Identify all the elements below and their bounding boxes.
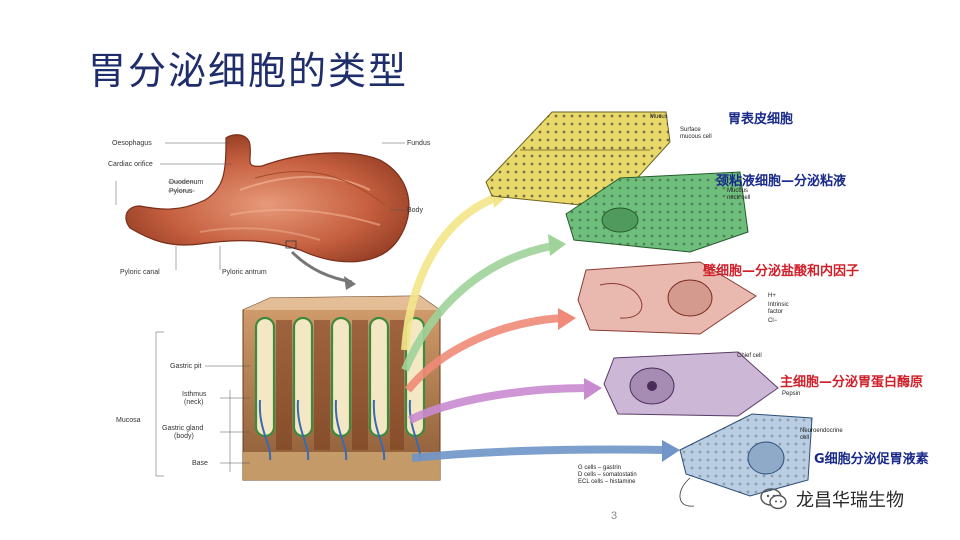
- label-gastric-gland-body: (body): [174, 433, 194, 440]
- label-duodenum: Duodenum: [169, 179, 203, 186]
- page-number: 3: [611, 510, 618, 522]
- label-gastric-gland: Gastric gland: [162, 425, 203, 432]
- watermark: 龙昌华瑞生物: [760, 486, 904, 512]
- label-mucus: Mucus: [650, 114, 668, 120]
- label-gastric-pit: Gastric pit: [170, 363, 202, 370]
- label-pylorus: Pylorus: [169, 188, 193, 195]
- mucous-neck-cell-drawing: [565, 171, 749, 253]
- label-chief-cell: Chief cell: [737, 353, 762, 359]
- title-chief-cell: 主细胞—分泌胃蛋白酶原: [780, 375, 924, 390]
- label-cell: cell: [800, 435, 809, 441]
- stomach-leader-lines: [115, 142, 405, 270]
- label-mucous-cell: mucous cell: [680, 134, 712, 140]
- label-pepsin: Pepsin: [782, 391, 800, 397]
- arrow-to-parietal-cell: [404, 314, 563, 393]
- label-g-cells: G cells – gastrin: [578, 465, 621, 471]
- title-g-cell: G细胞分泌促胃液素: [814, 452, 929, 467]
- label-base: Base: [192, 460, 208, 467]
- title-parietal-cell: 壁细胞—分泌盐酸和内因子: [703, 264, 860, 279]
- mucosa-block: [242, 295, 441, 481]
- label-mucous: Mucous: [727, 188, 748, 194]
- label-ecl-cells: ECL cells – histamine: [578, 479, 636, 485]
- label-pyloric-canal: Pyloric canal: [120, 269, 160, 276]
- mucosa-leader-lines: [155, 331, 250, 477]
- watermark-text: 龙昌华瑞生物: [796, 490, 904, 511]
- cell-small-labels: Mucus Surface mucous cell Mucous neck ce…: [578, 114, 843, 485]
- chief-cell-drawing: [603, 351, 779, 417]
- label-cardiac-orifice: Cardiac orifice: [108, 161, 153, 168]
- label-isthmus: Isthmus: [182, 391, 207, 398]
- label-h-plus: H+: [768, 293, 776, 299]
- label-neuroendocrine: Neuroendocrine: [800, 428, 843, 434]
- arrow-to-chief-cell: [408, 384, 589, 424]
- arrow-to-g-cell: [411, 445, 665, 462]
- title-surface-mucous-cell: 胃表皮细胞: [728, 112, 794, 127]
- sample-box: [285, 240, 297, 249]
- label-factor: factor: [768, 309, 783, 315]
- arrow-to-surface-cell: [401, 194, 497, 351]
- slide-title: 胃分泌细胞的类型: [88, 49, 409, 93]
- title-mucous-neck-cell: 颈粘液细胞—分泌粘液: [716, 174, 847, 189]
- label-mucosa: Mucosa: [116, 417, 141, 424]
- label-isthmus-neck: (neck): [184, 399, 203, 406]
- stomach-shape: [125, 134, 410, 263]
- stomach-illustration: [125, 134, 410, 263]
- label-surface: Surface: [680, 127, 701, 133]
- label-pyloric-antrum: Pyloric antrum: [222, 269, 267, 276]
- g-cell-drawing: [679, 413, 813, 507]
- stomach-labels: Oesophagus Cardiac orifice Duodenum Pylo…: [108, 140, 431, 276]
- arrow-to-neck-cell: [401, 242, 553, 372]
- label-cl-minus: Cl−: [768, 318, 778, 324]
- wechat-icon: [760, 488, 787, 510]
- label-oesophagus: Oesophagus: [112, 140, 152, 147]
- label-body: Body: [407, 207, 423, 214]
- parietal-cell-drawing: [577, 261, 757, 335]
- mucosa-labels: Gastric pit Isthmus (neck) Mucosa Gastri…: [116, 363, 208, 467]
- label-fundus: Fundus: [407, 140, 431, 147]
- label-d-cells: D cells – somatostatin: [578, 472, 637, 478]
- label-intrinsic: Intrinsic: [768, 302, 789, 308]
- label-neck-cell: neck cell: [727, 195, 750, 201]
